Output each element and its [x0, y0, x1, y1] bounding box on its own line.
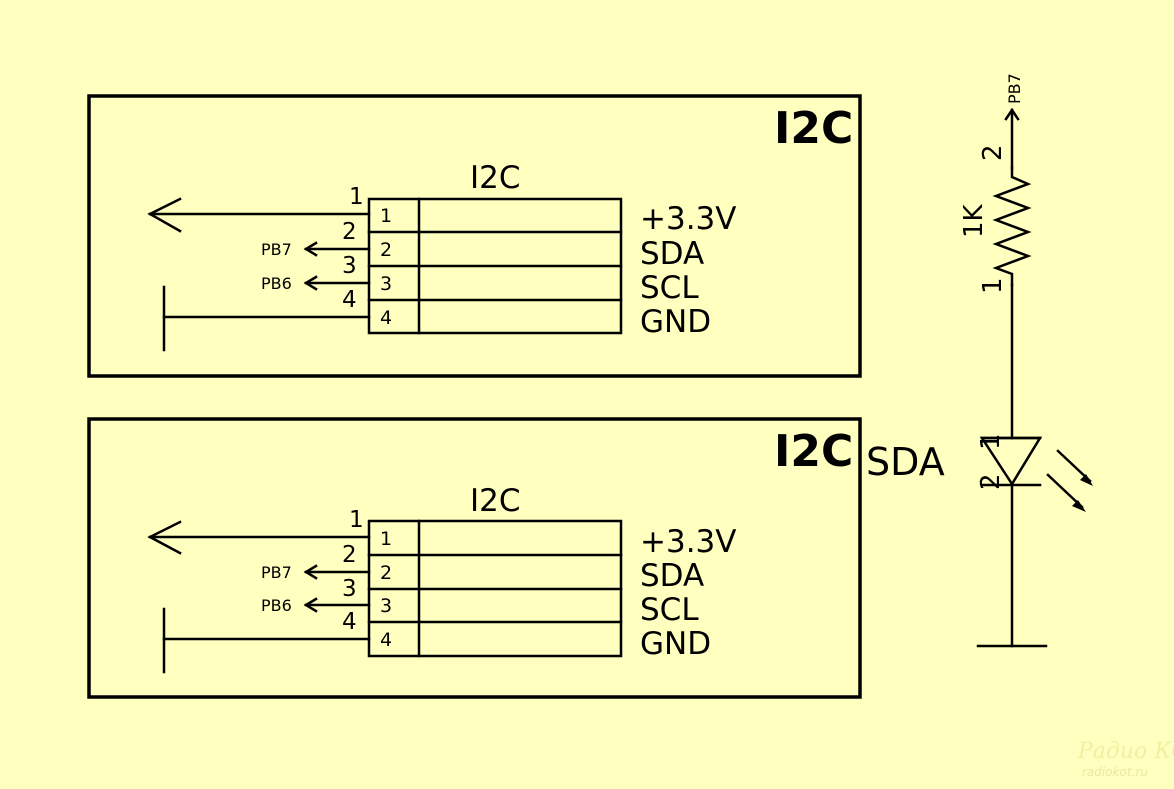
resistor-symbol	[992, 166, 1032, 287]
wire-pin-label: 4	[342, 609, 357, 635]
pin4-wire	[162, 285, 371, 352]
cell-pin-number: 2	[380, 562, 392, 584]
pin3-wire	[303, 275, 371, 291]
net-arrow-up	[1004, 107, 1020, 170]
cell-pin-number: 3	[380, 595, 392, 617]
cell-pin-number: 4	[380, 307, 392, 329]
signal-label: SDA	[640, 236, 704, 272]
pin3-wire	[303, 597, 371, 613]
net-label: PB6	[261, 596, 292, 615]
cell-pin-number: 1	[380, 205, 392, 227]
wire-pin-label: 3	[342, 576, 357, 602]
i2c-block-1: I2C I2C 1 2 3 4	[87, 94, 862, 378]
net-label: PB6	[261, 274, 292, 293]
i2c-block-2: I2C I2C 1 2 3 4 1 2 3	[87, 417, 862, 699]
pin2-wire	[303, 241, 371, 257]
led-pin-label: 1	[976, 433, 1006, 450]
signal-label: GND	[640, 626, 711, 662]
block-frame	[87, 417, 862, 699]
wire-pin-label: 3	[342, 253, 357, 279]
watermark-site: radiokot.ru	[1082, 765, 1148, 779]
block-title: I2C	[774, 103, 853, 154]
wire-pin-label: 1	[349, 184, 364, 210]
connector-label: I2C	[470, 160, 521, 196]
signal-label: SCL	[640, 592, 699, 628]
wire-pin-label: 2	[342, 542, 357, 568]
block-title: I2C	[774, 426, 853, 477]
resistor-pin-label: 2	[978, 144, 1008, 161]
signal-label: SCL	[640, 270, 699, 306]
watermark-logo: Радио КОТ	[1077, 739, 1174, 764]
signal-label: +3.3V	[640, 201, 736, 237]
signal-label: SDA	[640, 558, 704, 594]
led-label: SDA	[866, 440, 945, 484]
led-indicator-circuit: PB7 2 1 1K 1 2 SDA	[866, 73, 1093, 648]
cell-pin-number: 2	[380, 239, 392, 261]
pin2-wire	[303, 564, 371, 580]
block-frame	[87, 94, 862, 378]
cell-pin-number: 4	[380, 629, 392, 651]
net-label: PB7	[261, 240, 292, 259]
net-label: PB7	[261, 563, 292, 582]
resistor-value: 1K	[959, 203, 989, 238]
pin1-wire	[147, 197, 371, 233]
cell-pin-number: 1	[380, 528, 392, 550]
resistor-pin-label: 1	[978, 277, 1008, 294]
pin1-wire	[147, 520, 371, 555]
net-label: PB7	[1005, 73, 1024, 104]
led-pin-label: 2	[976, 473, 1006, 490]
connector-body	[367, 197, 623, 335]
signal-label: +3.3V	[640, 524, 736, 560]
wire-pin-label: 2	[342, 219, 357, 245]
wire-pin-label: 1	[349, 507, 364, 533]
connector-label: I2C	[470, 483, 521, 519]
signal-label: GND	[640, 304, 711, 340]
cell-pin-number: 3	[380, 273, 392, 295]
wire-pin-label: 4	[342, 287, 357, 313]
connector-body	[367, 519, 623, 658]
pin4-wire	[162, 607, 371, 674]
